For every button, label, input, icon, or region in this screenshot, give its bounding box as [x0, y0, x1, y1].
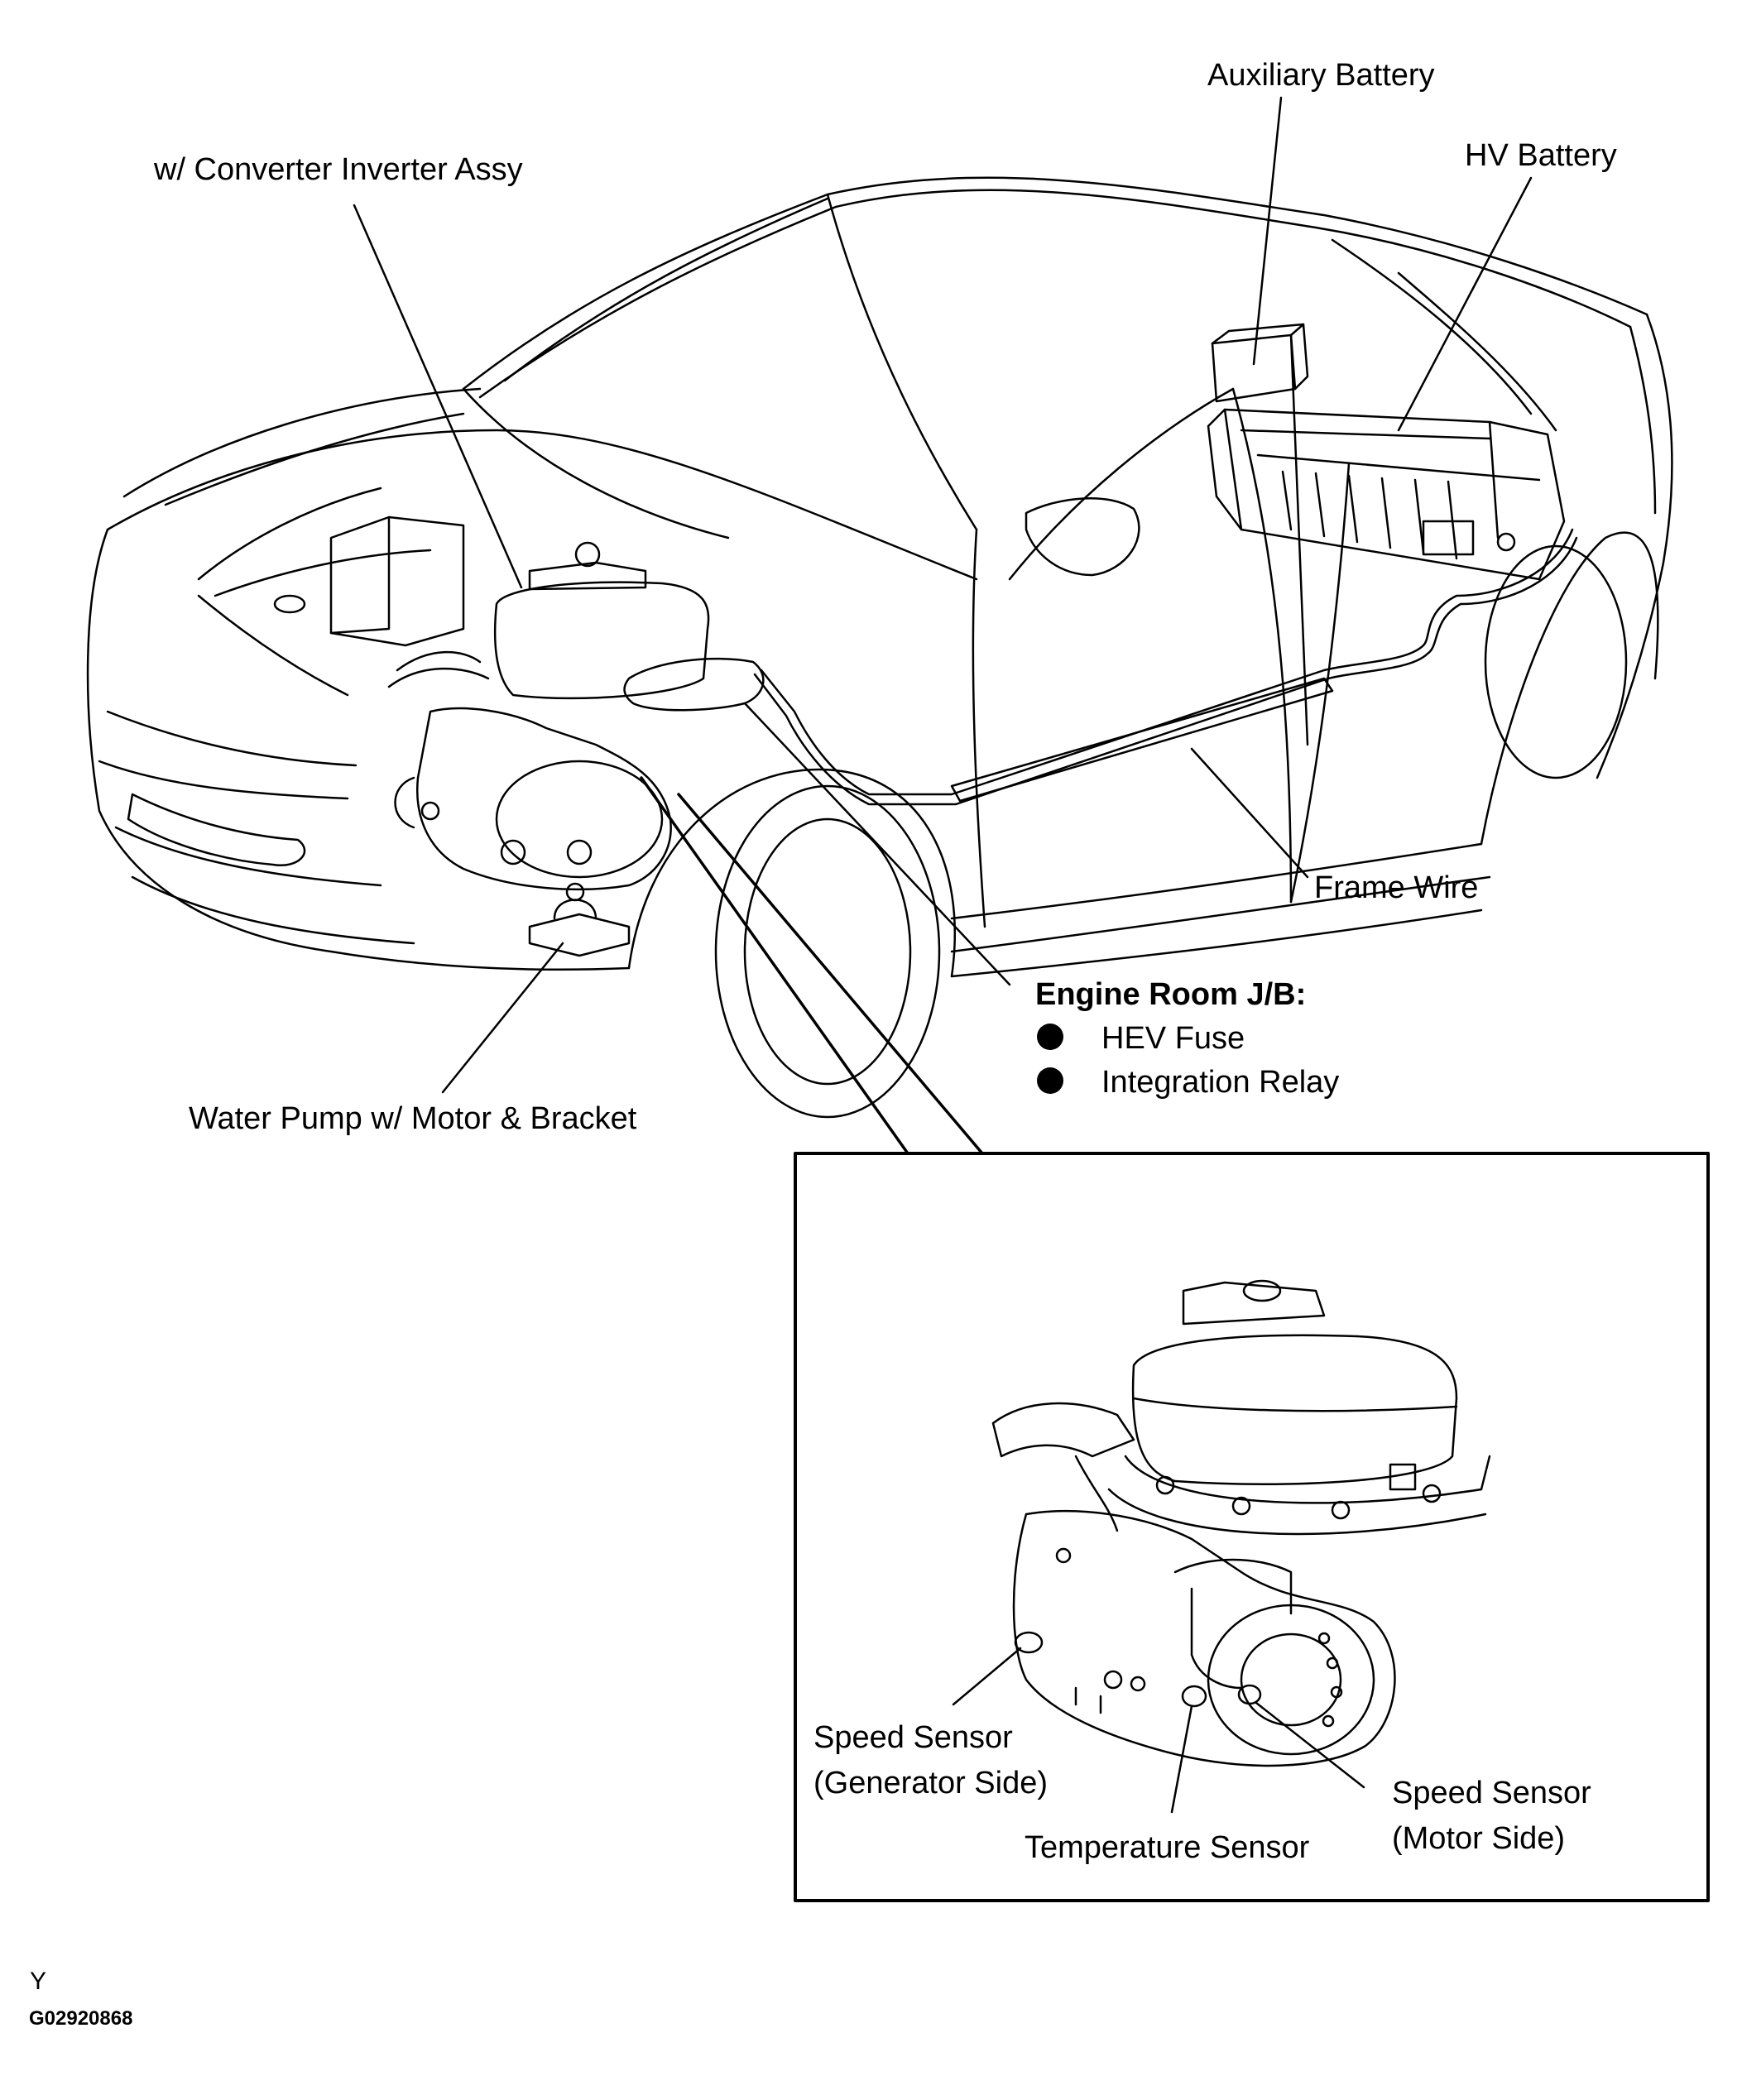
- bullet-icon: [1037, 1023, 1063, 1050]
- label-engine-room-jb: Engine Room J/B:: [1035, 977, 1307, 1012]
- label-speed-sensor-motor-line1: Speed Sensor: [1392, 1776, 1591, 1810]
- label-converter-inverter-assy: w/ Converter Inverter Assy: [154, 152, 523, 187]
- figure-code: G02920868: [29, 2007, 133, 2030]
- temperature-sensor-marker: [1181, 1685, 1207, 1708]
- label-speed-sensor-generator: Speed Sensor (Generator Side): [813, 1715, 1048, 1806]
- leader-lines: [353, 96, 1533, 1094]
- engine-room-jb-item-hev-fuse: HEV Fuse: [1037, 1023, 1245, 1054]
- label-speed-sensor-generator-line1: Speed Sensor: [813, 1720, 1013, 1755]
- inset-callout-wedge: [640, 776, 984, 1155]
- label-speed-sensor-motor: Speed Sensor (Motor Side): [1392, 1771, 1591, 1862]
- label-auxiliary-battery: Auxiliary Battery: [1207, 58, 1435, 93]
- label-speed-sensor-motor-line2: (Motor Side): [1392, 1821, 1566, 1857]
- engine-room-jb-item-label: Integration Relay: [1101, 1065, 1340, 1100]
- car-body-outline: [86, 176, 1673, 1119]
- label-frame-wire: Frame Wire: [1314, 870, 1479, 905]
- engine-room-jb-item-integration-relay: Integration Relay: [1037, 1067, 1339, 1098]
- inset-box: [794, 1152, 1710, 1902]
- frame-wire-path: [753, 528, 1578, 806]
- engine-compartment: [273, 515, 765, 957]
- bullet-icon: [1037, 1067, 1063, 1094]
- inset-leader-lines: [952, 1647, 1365, 1814]
- label-temperature-sensor: Temperature Sensor: [1025, 1830, 1310, 1865]
- battery-pack: [1207, 323, 1566, 581]
- footer-letter: Y: [30, 1968, 47, 1995]
- label-water-pump: Water Pump w/ Motor & Bracket: [189, 1101, 637, 1136]
- engine-room-jb-item-label: HEV Fuse: [1101, 1021, 1245, 1056]
- inset-transaxle-detail: [991, 1279, 1491, 1767]
- label-speed-sensor-generator-line2: (Generator Side): [813, 1766, 1049, 1801]
- speed-sensor-generator-marker: [1014, 1631, 1044, 1654]
- speed-sensor-motor-marker: [1237, 1684, 1262, 1705]
- label-hv-battery: HV Battery: [1465, 138, 1617, 173]
